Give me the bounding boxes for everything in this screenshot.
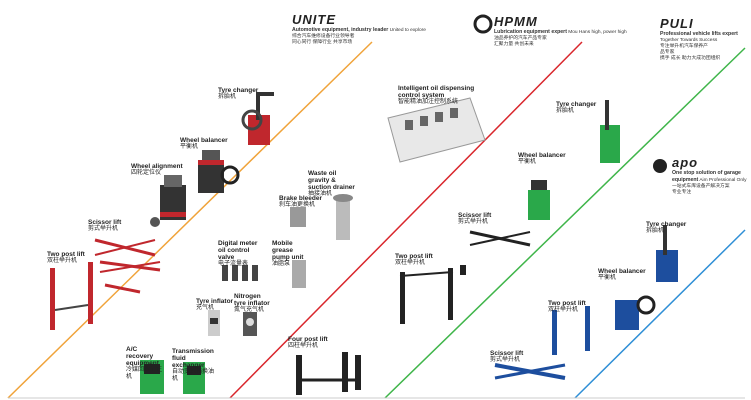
puli-cn1: 专注举升机汽车保养产 [660, 44, 708, 49]
oil-dispensing-system-image [387, 97, 486, 163]
digital-meter-image [222, 265, 258, 281]
apo-logo: apo [672, 155, 699, 170]
apo-logo-icon [653, 159, 667, 173]
puli-logo: PULI [660, 16, 694, 31]
unite-cn2: 同心同行 保障行业 共享市场 [292, 40, 353, 45]
transmission-exchanger-image [183, 362, 205, 394]
orange-divider-line [7, 41, 373, 399]
wheel-alignment-image [150, 175, 186, 227]
nitrogen-inflator-image [243, 312, 257, 336]
brake-bleeder-image [290, 207, 306, 227]
apo-sub: Aim Professional Only [699, 178, 747, 183]
apo-cn2: 专业专注 [672, 190, 692, 195]
red-divider-line [229, 41, 583, 399]
blue-divider-line [574, 229, 746, 399]
scissor-lift-puli-image [460, 230, 531, 275]
hpmm-gear-icon [473, 14, 493, 34]
brand-unite: UNITE Automotive equipment, industry lea… [292, 12, 426, 46]
two-post-lift-puli-image [399, 268, 454, 324]
wheel-balancer-puli-image [528, 180, 550, 220]
product-label: Intelligent oil dispensing control syste… [398, 85, 475, 105]
green-divider-line [384, 47, 746, 399]
apo-title: One stop solution of garage equipment [672, 170, 741, 183]
ac-recovery-image [140, 360, 164, 394]
two-post-lift-unite-image [50, 262, 93, 330]
hpmm-title: Lubrication equipment expert [494, 29, 567, 35]
puli-cn3: 携手 成长 助力大成功团组织 [660, 56, 721, 61]
four-post-lift-image [296, 352, 361, 395]
tyre-changer-apo-image [656, 225, 678, 282]
tyre-changer-puli-image [600, 100, 620, 163]
waste-oil-drainer-image [333, 194, 353, 240]
puli-title: Professional vehicle lifts expert [660, 31, 738, 37]
tyre-changer-unite-image [241, 92, 274, 145]
unite-sub: United to explore [389, 28, 426, 33]
hpmm-logo: HPMM [494, 14, 538, 29]
hpmm-cn1: 油品养护的汽车产品专家 [494, 36, 547, 41]
puli-sub: Together Towards Success [660, 38, 718, 43]
unite-cn1: 综合汽车维修设备行业领导者 [292, 34, 355, 39]
puli-cn2: 品专家 [660, 50, 675, 55]
brand-hpmm: HPMM Lubrication equipment expert Mou Ha… [494, 14, 627, 48]
scissor-lift-apo-image [494, 363, 566, 380]
scissor-lift-unite-image [94, 238, 161, 294]
wheel-balancer-apo-image [615, 295, 656, 330]
hpmm-sub: Mou Hans high, power high [568, 30, 627, 35]
grease-pump-image [292, 260, 306, 288]
hpmm-cn2: 汇聚力量 共创未来 [494, 42, 534, 47]
tyre-inflator-image [208, 310, 220, 336]
wheel-balancer-unite-image [198, 150, 240, 193]
unite-title: Automotive equipment, industry leader [292, 27, 389, 33]
brand-puli: PULI Professional vehicle lifts expert T… [660, 16, 751, 62]
two-post-lift-apo-image [552, 306, 590, 355]
brand-apo: apo One stop solution of garage equipmen… [672, 155, 751, 196]
unite-logo: UNITE [292, 12, 336, 27]
apo-cn1: 一站式车库设备产解决方案 [672, 184, 730, 189]
